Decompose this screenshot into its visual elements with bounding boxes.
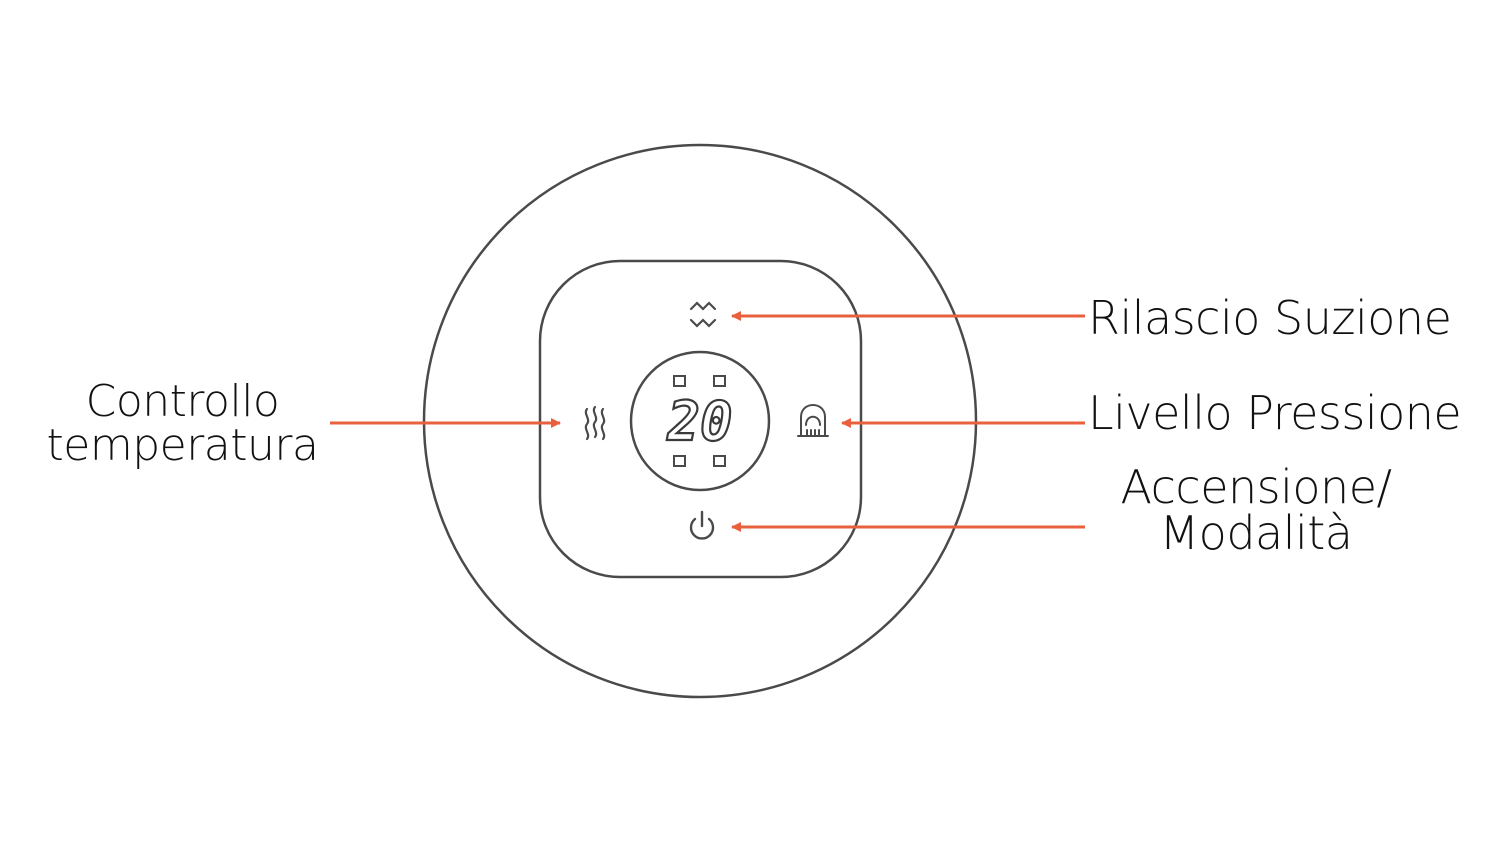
- heat-waves-icon[interactable]: [584, 405, 606, 441]
- control-panel: [538, 259, 863, 579]
- display-indicators: [673, 375, 726, 467]
- pressure-level-icon[interactable]: [797, 404, 829, 437]
- label-power-mode: Accensione/ Modalità: [1096, 464, 1416, 556]
- suction-release-icon[interactable]: [689, 301, 717, 328]
- label-temperature-line2: temperatura: [46, 420, 319, 471]
- display-ring: [629, 350, 771, 492]
- label-temperature-control: Controllo temperatura: [30, 380, 335, 468]
- power-icon[interactable]: [689, 510, 715, 540]
- label-power-line2: Modalità: [1159, 506, 1353, 560]
- label-power-line1: Accensione/: [1120, 460, 1392, 514]
- device-outer-ring: [422, 143, 978, 699]
- label-pressure-level: Livello Pressione: [1088, 386, 1462, 440]
- label-suction-release: Rilascio Suzione: [1088, 291, 1452, 345]
- label-temperature-line1: Controllo: [85, 376, 280, 427]
- display-value: 20: [666, 390, 732, 453]
